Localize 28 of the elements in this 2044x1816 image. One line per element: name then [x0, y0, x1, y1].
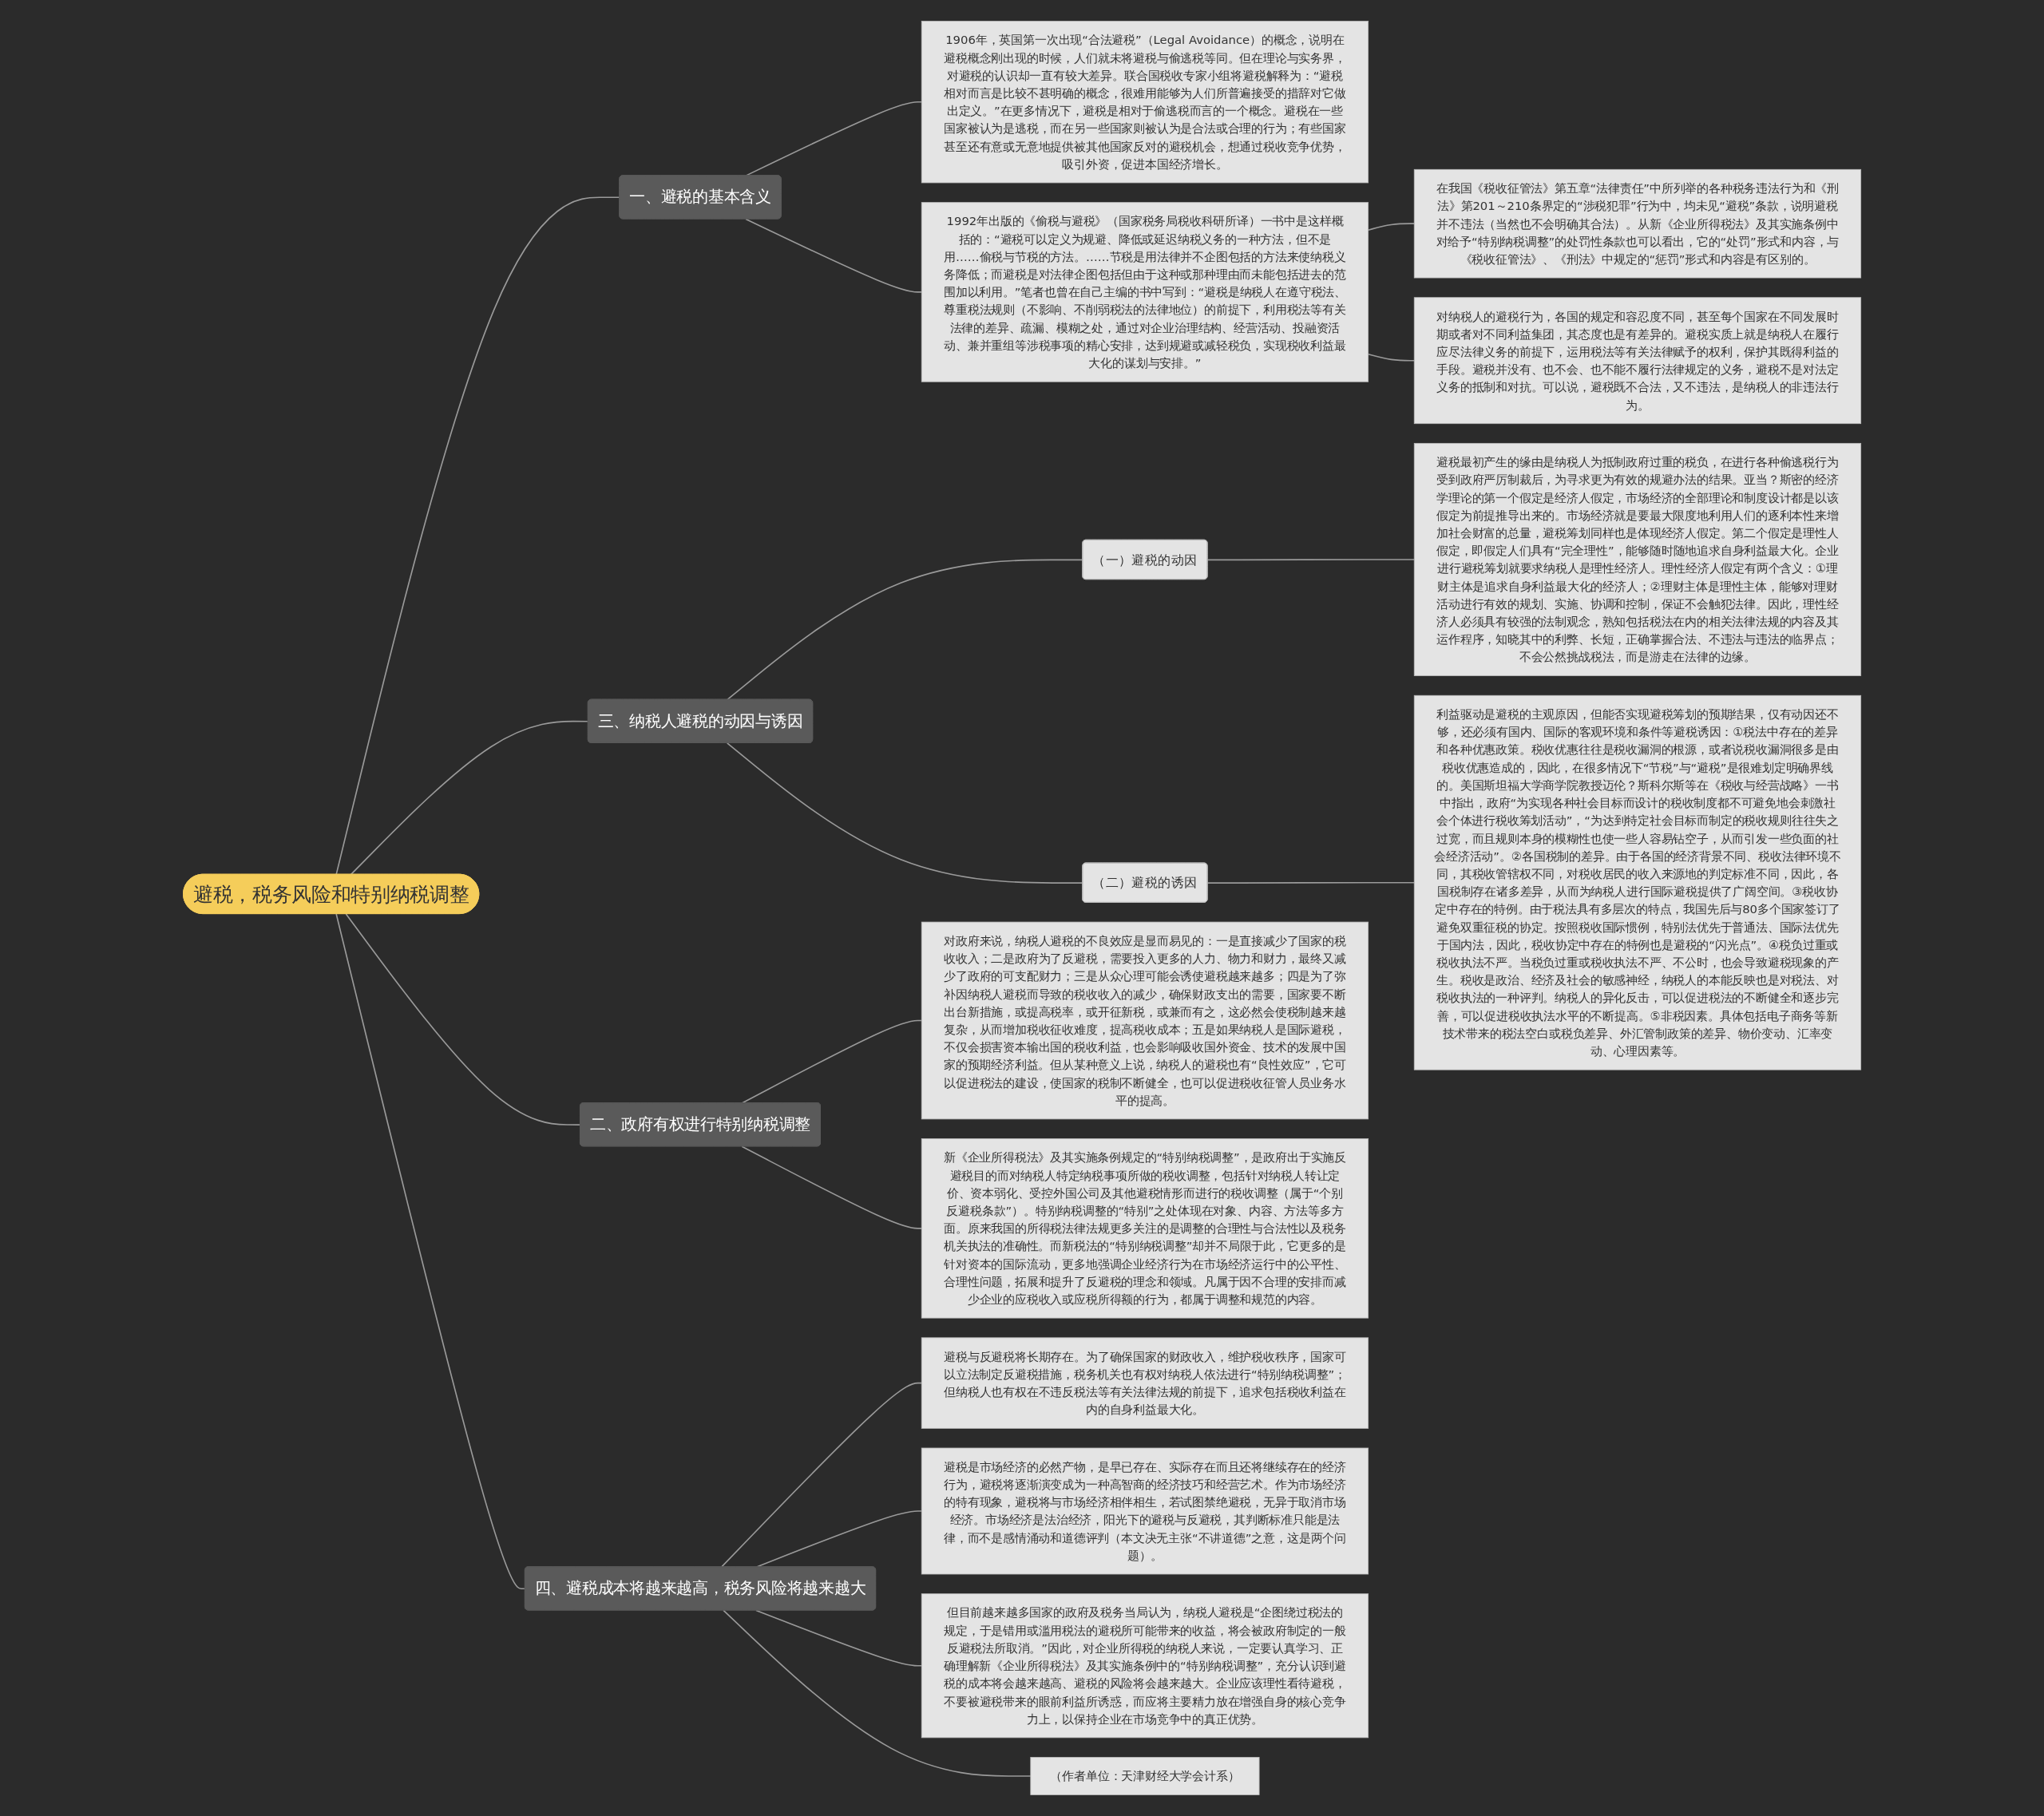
connector	[1206, 559, 1415, 561]
node-box: 避税是市场经济的必然产物，是早已存在、实际存在而且还将继续存在的经济行为，避税将逐渐演变成为一种高智商的经济技巧和经营艺术。作为市场经济的特有现象，避税将与市场经济相伴相生，若试图禁绝避税，无异于取消市场经济。市场经济是法治经济，阳光下的避税与反避税，其判断标准只能是法律，而不是感情涌动和道德评判（本文决无主张“不讲道德”之意，这是两个问题）。	[921, 1447, 1369, 1575]
node-box: 避税最初产生的缘由是纳税人为抵制政府过重的税负，在进行各种偷逃税行为受到政府严厉制裁后，为寻求更为有效的规避办法的结果。亚当？斯密的经济学理论的第一个假定是经济人假定，市场经济的全部理论和制度设计都是以该假定为前提推导出来的。市场经济就是要最大限度地利用人们的逐利本性来增加社会财富的总量，避税筹划同样也是体现经济人假定。第二个假定是理性人假定，即假定人们具有“完全理性”，能够随时随地追求自身利益最大化。企业进行避税筹划就要求纳税人是理性经济人。理性经济人假定有两个含义：①理财主体是追求自身利益最大化的经济人；②理财主体是理性主体，能够对理财活动进行有效的规划、实施、协调和控制，保证不会触犯法律。因此，理性经济人必须具有较强的法制观念，熟知包括税法在内的相关法律法规的内容及其运作程序，知晓其中的利弊、长短，正确掌握合法、不违法与违法的临界点；不会公然挑战税法，而是游走在法律的边缘。	[1413, 442, 1861, 676]
connector	[1367, 353, 1415, 362]
connector	[335, 196, 620, 876]
node-box: 避税与反避税将长期存在。为了确保国家的财政收入，维护税收秩序，国家可以立法制定反避税措施，税务机关也有权对纳税人依法进行“特别纳税调整”；但纳税人也有权在不违反税法等有关法律法规的前提下，追求包括税收利益在内的自身利益最大化。	[921, 1337, 1369, 1429]
node-box: 对纳税人的避税行为，各国的规定和容忍度不同，甚至每个国家在不同发展时期或者对不同利益集团，其态度也是有差异的。避税实质上就是纳税人在履行应尽法律义务的前提下，运用税法等有关法律赋予的权利，保护其既得利益的手段。避税并没有、也不会、也不能不履行法律规定的义务，避税不是对法定义务的抵制和对抗。可以说，避税既不合法，又不违法，是纳税人的非违法行为。	[1413, 297, 1861, 425]
node-box: 1906年，英国第一次出现“合法避税”（Legal Avoidance）的概念，说明在避税概念刚出现的时候，人们就未将避税与偷逃税等同。但在理论与实务界，对避税的认识却一直有较大差异。联合国税收专家小组将避税解释为：“避税相对而言是比较不甚明确的概念，很难用能够为人们所普遍接受的措辞对它做出定义。”在更多情况下，避税是相对于偷逃税而言的一个概念。避税在一些国家被认为是逃税，而在另一些国家则被认为是合法或合理的行为；有些国家甚至还有意或无意地提供被其他国家反对的避税机会，想通过税收竞争优势，吸引外资，促进本国经济增长。	[921, 21, 1369, 184]
connector	[1367, 223, 1415, 231]
node-box: （作者单位：天津财经大学会计系）	[1030, 1757, 1260, 1795]
node-box: 利益驱动是避税的主观原因，但能否实现避税筹划的预期结果，仅有动因还不够，还必须有国内、国际的客观环境和条件等避税诱因：①税法中存在的差异和各种优惠政策。税收优惠往往是税收漏洞的根源，或者说税收漏洞很多是由税收优惠造成的，因此，在很多情况下“节税”与“避税”是很难划定明确界线的。美国斯坦福大学商学院教授迈伦？斯科尔斯等在《税收与经营战略》一书中指出，政府“为实现各种社会目标而设计的税收制度都不可避免地会刺激社会个体进行税收筹划活动”，“为达到特定社会目标而制定的税收规则往往失之过宽，而且规则本身的模糊性也使一些人容易钻空子，从而引发一些负面的社会经济活动”。②各国税制的差异。由于各国的经济背景不同、税收法律环境不同，其税收管辖权不同，对税收居民的收入来源地的判定标准不同，因此，各国税制存在诸多差异，从而为纳税人进行国际避税提供了广阔空间。③税收协定中存在的特例。由于税法具有多层次的特点，我国先后与80多个国家签订了避免双重征税的协定。按照税收国际惯例，特别法优先于普通法、国际法优先于国内法，因此，税收协定中存在的特例也是避税的“闪光点”。④税负过重或税收执法不严。当税负过重或税收执法不严、不公时，也会导致避税现象的产生。税收是政治、经济及社会的敏感神经，纳税人的本能反映也是对税法、对税收执法的一种评判。纳税人的异化反击，可以促进税法的不断健全和逐步完善，可以促进税收执法水平的不断提高。⑤非税因素。具体包括电子商务等新技术带来的税法空白或税负差异、外汇管制政策的差异、物价变动、汇率变动、心理因素等。	[1413, 694, 1861, 1070]
connector	[755, 1609, 922, 1667]
node-box: 在我国《税收征管法》第五章“法律责任”中所列举的各种税务违法行为和《刑法》第201～210条界定的“涉税犯罪”行为中，均未见“避税”条款，说明避税并不违法（当然也不会明确其合法）。从新《企业所得税法》及其实施条例中对给予“特别纳税调整”的处罚性条款也可以看出，它的“处罚”形式和内容，与《税收征管法》、《刑法》中规定的“惩罚”形式和内容是有区别的。	[1413, 168, 1861, 279]
connector	[726, 742, 1083, 884]
connector	[720, 1382, 922, 1568]
connector	[350, 720, 589, 876]
connector	[741, 1145, 922, 1229]
node-box: 但目前越来越多国家的政府及税务当局认为，纳税人避税是“企图绕过税法的规定，于是错用或滥用税法的避税所可能带来的收益，将会被政府制定的一般反避税法所取消。”因此，对企业所得税的纳税人来说，一定要认真学习、正确理解新《企业所得税法》及其实施条例中的“特别纳税调整”，充分认识到避税的成本将会越来越高、避税的风险将会越来越大。企业应该理性看待避税，不要被避税带来的眼前利益所诱惑，而应将主要精力放在增强自身的核心竞争力上，以保持企业在市场竞争中的真正优势。	[921, 1593, 1369, 1739]
connector	[345, 913, 581, 1126]
connector	[745, 218, 922, 293]
node-box: 对政府来说，纳税人避税的不良效应是显而易见的：一是直接减少了国家的税收收入；二是政府为了反避税，需要投入更多的人力、物力和财力，最终又减少了政府的可支配财力；三是从众心理可能会诱使避税越来越多；四是为了弥补因纳税人避税而导致的税收收入的减少，确保财政支出的需要，国家要不断出台新措施，或提高税率，或开征新税，或兼而有之，这必然会使税制越来越复杂，从而增加税收征收难度，提高税收成本；五是如果纳税人是国际避税，不仅会损害资本输出国的税收利益，也会影响吸收国外资金、技术的发展中国家的预期经济利益。但从某种意义上说，纳税人的避税也有“良性效应”，它可以促进税法的建设，使国家的税制不断健全，也可以促进税收征管人员业务水平的提高。	[921, 921, 1369, 1120]
connector	[335, 913, 526, 1590]
connector	[1206, 881, 1415, 884]
connector	[741, 1019, 922, 1104]
connector	[723, 1609, 1032, 1777]
connector	[726, 559, 1083, 701]
node-box: 1992年出版的《偷税与避税》（国家税务局税收科研所译）一书中是这样概括的：“避税可以定义为规避、降低或延迟纳税义务的一种方法，但不是用……偷税与节税的方法。……节税是用法律并不企图包括的方法来使纳税义务降低；而避税是对法律企图包括但由于这种或那种理由而未能包括进去的范围加以利用。”笔者也曾在自己主编的书中写到：“避税是纳税人在遵守税法、尊重税法规则（不影响、不削弱税法的法律地位）的前提下，利用税法等有关法律的差异、疏漏、模糊之处，通过对企业治理结构、经营活动、投融资活动、兼并重组等涉税事项的精心安排，达到规避或减轻税负，实现税收利益最大化的谋划与安排。”	[921, 202, 1369, 382]
node-box: 新《企业所得税法》及其实施条例规定的“特别纳税调整”，是政府出于实施反避税目的而对纳税人特定纳税事项所做的税收调整，包括针对纳税人转让定价、资本弱化、受控外国公司及其他避税情形而进行的税收调整（属于“个别反避税条款”）。特别纳税调整的“特别”之处体现在对象、内容、方法等多方面。原来我国的所得税法律法规更多关注的是调整的合理性与合法性以及税务机关执法的准确性。而新税法的“特别纳税调整”却并不局限于此，它更多的是针对资本的国际流动，更多地强调企业经济行为在市场经济运行中的公平性、合理性问题，拓展和提升了反避税的理念和领域。凡属于因不合理的安排而减少企业的应税收入或应税所得额的行为，都属于调整和规范的内容。	[921, 1138, 1369, 1319]
